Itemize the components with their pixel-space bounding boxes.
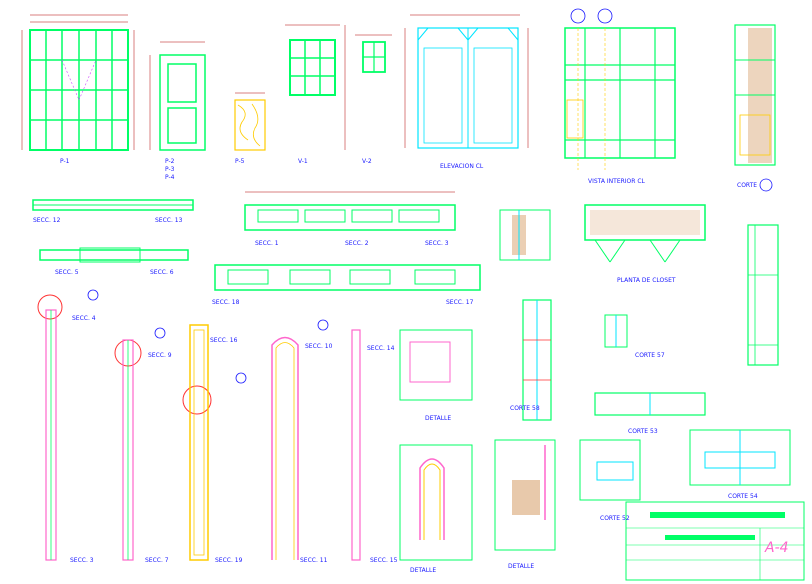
- closet-section-a: CORTE: [734, 24, 776, 192]
- section-9-7: SECC. 9 SECC. 7: [114, 327, 172, 564]
- label-secc-11: SECC. 11: [300, 557, 328, 564]
- closet-elevation: ELEVACION CL: [404, 14, 529, 170]
- detail-2: DETALLE: [399, 444, 473, 574]
- label-p5: P-5: [235, 158, 245, 165]
- label-p2: P-2: [165, 158, 175, 165]
- label-secc-16: SECC. 16: [210, 337, 238, 344]
- detail-corte-57: CORTE 57: [604, 314, 665, 359]
- door-p2-elevation: P-2 P-3 P-4: [149, 41, 206, 181]
- label-planta-closet: PLANTA DE CLOSET: [617, 277, 676, 284]
- detail-corte-58: CORTE 58: [510, 299, 552, 421]
- label-elevacion-cl: ELEVACION CL: [440, 163, 484, 170]
- closet-interior-view: VISTA INTERIOR CL: [564, 8, 676, 185]
- label-secc-5: SECC. 5: [55, 269, 79, 276]
- label-detalle-3: DETALLE: [508, 563, 534, 570]
- label-v1: V-1: [298, 158, 308, 165]
- detail-corte-53: CORTE 53: [594, 392, 706, 435]
- detail-1: DETALLE: [399, 329, 473, 422]
- label-secc-9: SECC. 9: [148, 352, 172, 359]
- label-secc-10: SECC. 10: [305, 343, 333, 350]
- label-secc-18: SECC. 18: [212, 299, 240, 306]
- label-corte-54: CORTE 54: [728, 493, 758, 500]
- label-corte-a: CORTE: [737, 182, 757, 189]
- label-secc-12: SECC. 12: [33, 217, 61, 224]
- label-corte-53: CORTE 53: [628, 428, 658, 435]
- section-12-13: SECC. 12 SECC. 13: [32, 199, 194, 224]
- closet-plan: PLANTA DE CLOSET: [584, 204, 706, 284]
- label-secc-19: SECC. 19: [215, 557, 243, 564]
- label-secc-17: SECC. 17: [446, 299, 474, 306]
- label-secc-14: SECC. 14: [367, 345, 395, 352]
- label-p4: P-4: [165, 174, 175, 181]
- section-14-15: SECC. 14 SECC. 15: [351, 329, 398, 564]
- label-secc-2: SECC. 2: [345, 240, 369, 247]
- section-5-6: SECC. 5 SECC. 6: [39, 247, 189, 276]
- label-secc-1: SECC. 1: [255, 240, 279, 247]
- closet-section-right: [747, 224, 779, 366]
- label-corte-52: CORTE 52: [600, 515, 630, 522]
- label-v2: V-2: [362, 158, 372, 165]
- label-secc-6: SECC. 6: [150, 269, 174, 276]
- label-detalle-2: DETALLE: [410, 567, 436, 574]
- section-10-11: SECC. 10 SECC. 11: [271, 319, 333, 564]
- detail-3: DETALLE: [494, 439, 556, 570]
- window-v1-elevation: V-1: [285, 24, 346, 165]
- label-detalle-1: DETALLE: [425, 415, 451, 422]
- section-1-2-3: SECC. 1 SECC. 2 SECC. 3: [244, 191, 456, 247]
- label-secc-13: SECC. 13: [155, 217, 183, 224]
- detail-corte-56: [499, 209, 551, 261]
- label-p3: P-3: [165, 166, 175, 173]
- section-18-17: SECC. 18 SECC. 17: [212, 264, 481, 306]
- detail-corte-54: CORTE 54: [689, 429, 791, 500]
- label-secc-7: SECC. 7: [145, 557, 169, 564]
- window-v2-elevation: V-2: [355, 34, 392, 165]
- label-corte-57: CORTE 57: [635, 352, 665, 359]
- label-corte-58: CORTE 58: [510, 405, 540, 412]
- section-16-19: SECC. 16 SECC. 19: [182, 324, 247, 564]
- title-block: A-4: [625, 501, 805, 581]
- label-secc-4: SECC. 4: [72, 315, 96, 322]
- detail-corte-52: CORTE 52: [579, 439, 641, 522]
- sheet-code: A-4: [764, 540, 789, 556]
- door-p1-elevation: P-1: [21, 14, 135, 165]
- label-p1: P-1: [60, 158, 70, 165]
- label-vista-interior-cl: VISTA INTERIOR CL: [588, 178, 646, 185]
- label-secc-15: SECC. 15: [370, 557, 398, 564]
- door-p5-elevation: P-5: [234, 92, 266, 165]
- label-secc-3-top: SECC. 3: [425, 240, 449, 247]
- label-secc-3: SECC. 3: [70, 557, 94, 564]
- section-4-3: SECC. 4 SECC. 3: [37, 289, 99, 564]
